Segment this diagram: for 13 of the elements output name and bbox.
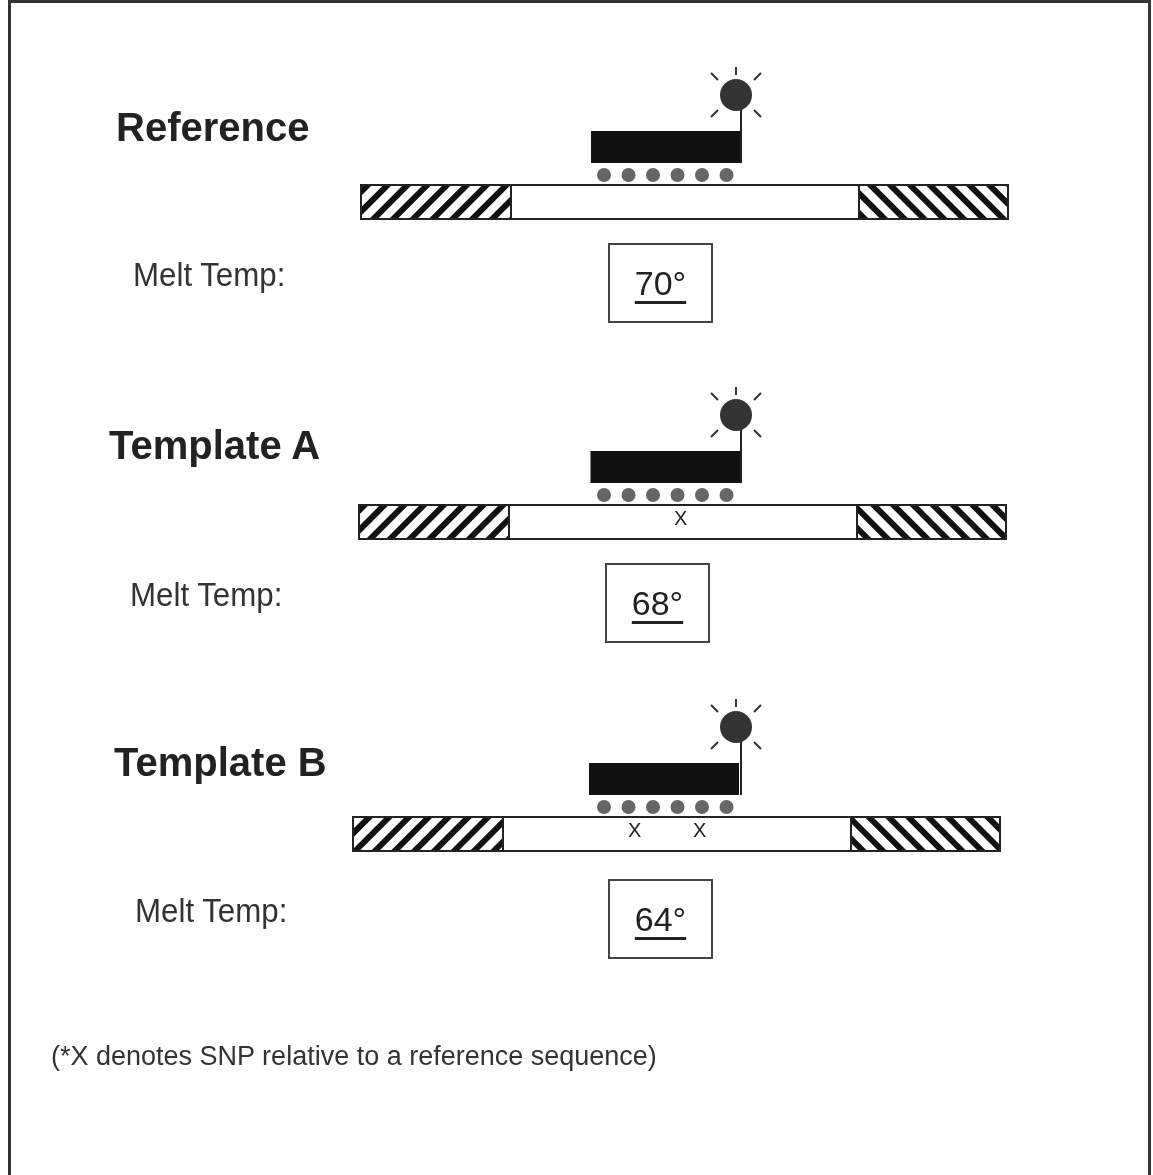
snp-mark: X [628,819,642,842]
snp-mark: X [693,819,707,842]
temperature-box: 68° [605,563,710,643]
temperature-box: 70° [608,243,713,323]
snp-mark: X [674,507,688,530]
footnote: (*X denotes SNP relative to a reference sequence) [51,1041,657,1072]
field-label: Melt Temp: [135,891,288,930]
temperature-box: 64° [608,879,713,959]
field-label: Melt Temp: [130,575,283,614]
heading: Template B [114,740,327,785]
heading: Reference [116,105,310,150]
heading: Template A [109,423,321,468]
field-label: Melt Temp: [133,255,286,294]
